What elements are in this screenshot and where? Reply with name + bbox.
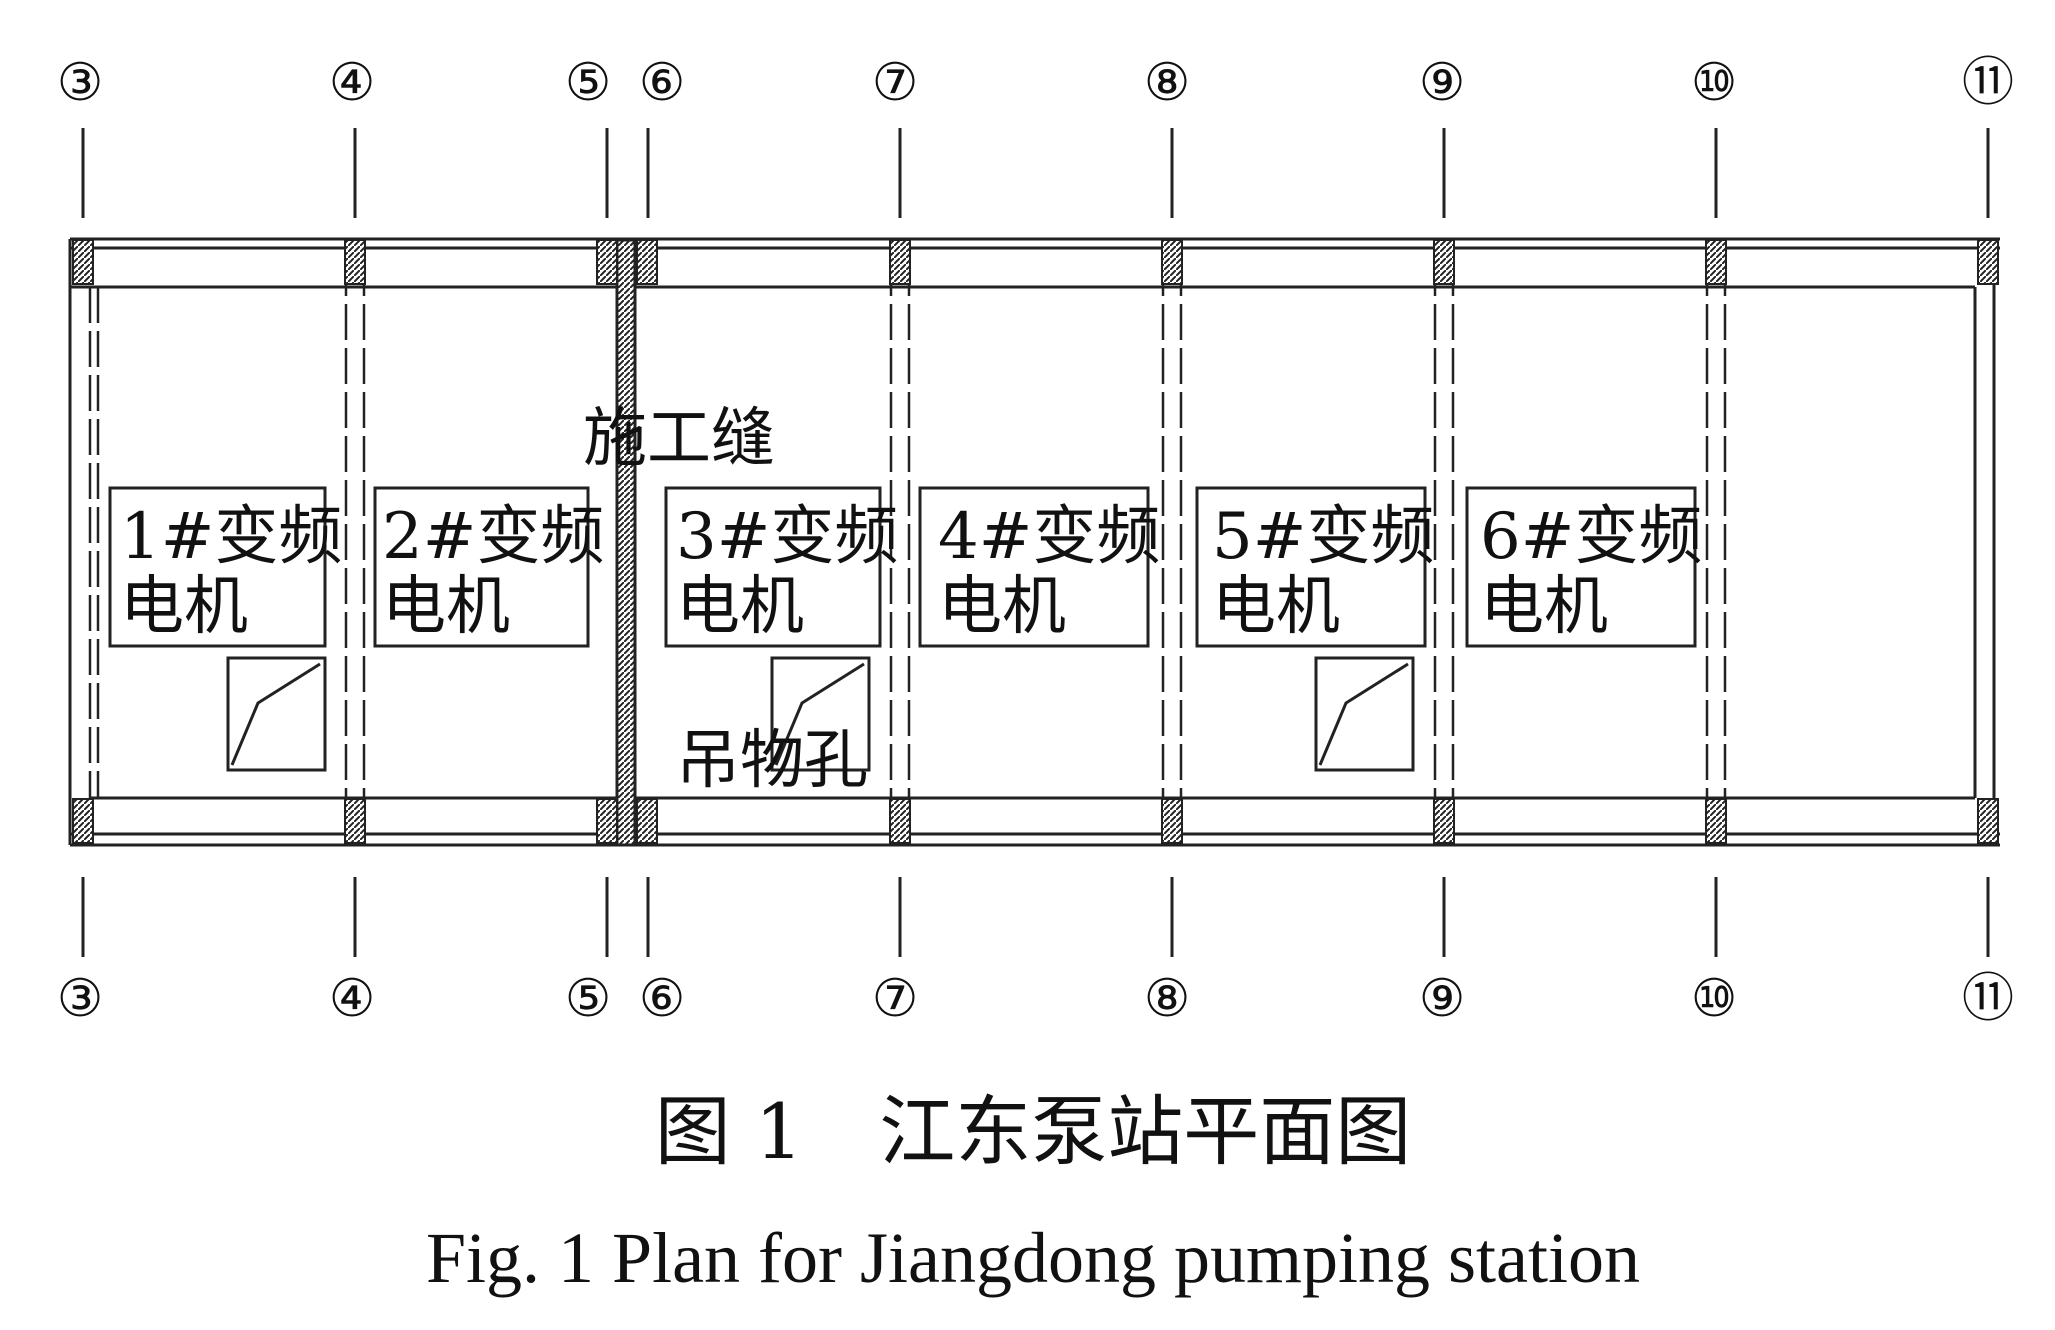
- caption-chinese: 图 1 江东泵站平面图: [655, 1087, 1412, 1176]
- columns: [72, 239, 1999, 844]
- axis-label-6-bottom: ⑥: [639, 969, 686, 1029]
- axis-label-4-top: ④: [329, 53, 376, 113]
- room-3-line1: 3#变频: [676, 500, 898, 574]
- room-1-line1: 1#变频: [120, 500, 342, 574]
- lifting-hole-2: [770, 656, 871, 772]
- room-2-line1: 2#变频: [382, 500, 604, 574]
- axis-label-7-top: ⑦: [872, 53, 919, 113]
- axis-label-8-bottom: ⑧: [1144, 969, 1191, 1029]
- bottom-axis-labels: ③ ④ ⑤ ⑥ ⑦ ⑧ ⑨ ⑩ ⑪: [57, 969, 2014, 1029]
- axis-label-9-top: ⑨: [1419, 53, 1466, 113]
- axis-label-11-top: ⑪: [1962, 53, 2014, 113]
- lifting-holes: [226, 656, 1415, 772]
- room-5-line1: 5#变频: [1212, 500, 1434, 574]
- building-walls: [68, 237, 2000, 847]
- axis-label-5-bottom: ⑤: [565, 969, 612, 1029]
- axis-label-10-top: ⑩: [1691, 53, 1738, 113]
- room-6-line1: 6#变频: [1480, 500, 1702, 574]
- room-4-line2: 电机: [938, 570, 1066, 644]
- lifting-hole-label: 吊物孔: [676, 724, 868, 798]
- construction-joint-wall: [615, 238, 637, 847]
- room-5-line2: 电机: [1212, 570, 1340, 644]
- axis-label-3-top: ③: [57, 53, 104, 113]
- construction-joint-label: 施工缝: [583, 402, 775, 476]
- room-6-line2: 电机: [1480, 570, 1608, 644]
- lifting-hole-1: [226, 656, 327, 772]
- beam-lines: [88, 260, 1727, 820]
- axis-label-8-top: ⑧: [1144, 53, 1191, 113]
- caption-english: Fig. 1 Plan for Jiangdong pumping statio…: [426, 1218, 1640, 1298]
- room-2-line2: 电机: [382, 570, 510, 644]
- axis-label-6-top: ⑥: [639, 53, 686, 113]
- axis-label-7-bottom: ⑦: [872, 969, 919, 1029]
- room-4-line1: 4#变频: [938, 500, 1160, 574]
- axis-label-11-bottom: ⑪: [1962, 969, 2014, 1029]
- top-axis-labels: ③ ④ ⑤ ⑥ ⑦ ⑧ ⑨ ⑩ ⑪: [57, 53, 2014, 113]
- room-1-line2: 电机: [120, 570, 248, 644]
- axis-label-3-bottom: ③: [57, 969, 104, 1029]
- axis-label-4-bottom: ④: [329, 969, 376, 1029]
- motor-room-labels: 1#变频 电机 2#变频 电机 3#变频 电机 4#变频 电机 5#变频 电机 …: [120, 500, 1702, 644]
- motor-rooms: [108, 486, 1697, 648]
- axis-label-10-bottom: ⑩: [1691, 969, 1738, 1029]
- axis-label-9-bottom: ⑨: [1419, 969, 1466, 1029]
- lifting-hole-3: [1314, 656, 1415, 772]
- axis-lead-lines: [81, 128, 1990, 957]
- axis-label-5-top: ⑤: [565, 53, 612, 113]
- room-3-line2: 电机: [676, 570, 804, 644]
